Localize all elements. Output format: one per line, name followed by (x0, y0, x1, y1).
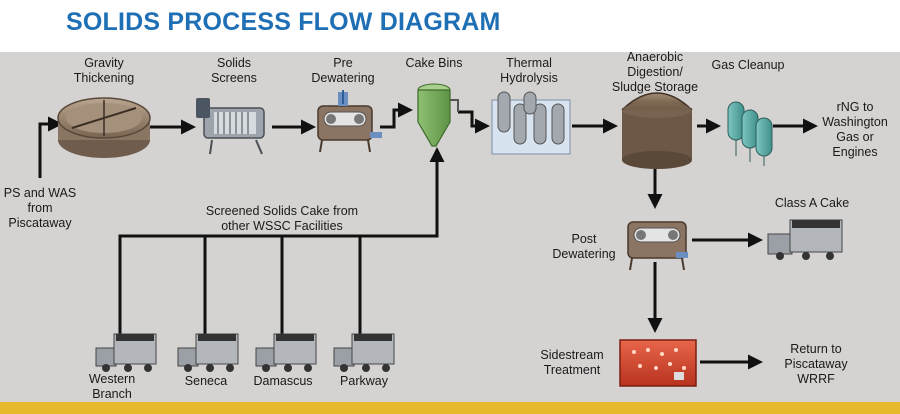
label-rng: rNG to Washington Gas or Engines (822, 100, 888, 159)
gravity-thickener-icon (57, 97, 151, 158)
flow-lines (38, 102, 818, 370)
thermal-hydrolysis-icon (491, 91, 571, 155)
label-anaerobic-digestion: Anaerobic Digestion/ Sludge Storage (611, 50, 699, 94)
label-cake-bins: Cake Bins (405, 56, 463, 70)
anaerobic-digester-icon (621, 92, 693, 169)
label-gravity-thickening: Gravity Thickening (73, 56, 135, 85)
label-western-branch: Western Branch (88, 372, 136, 401)
label-seneca: Seneca (184, 374, 228, 388)
label-screened-solids: Screened Solids Cake from other WSSC Fac… (205, 204, 359, 233)
flow-cakebins-to-thermal (458, 110, 490, 134)
western-branch-truck-icon (95, 333, 157, 372)
label-post-dewatering: Post Dewatering (552, 232, 616, 261)
seneca-truck-icon (177, 333, 239, 372)
label-class-a-cake: Class A Cake (774, 196, 850, 210)
label-damascus: Damascus (253, 374, 313, 388)
parkway-truck-icon (333, 333, 395, 372)
label-solids-screens: Solids Screens (211, 56, 257, 85)
label-gas-cleanup: Gas Cleanup (711, 58, 785, 72)
class-a-cake-truck-icon (767, 219, 843, 260)
label-sidestream-treatment: Sidestream Treatment (540, 348, 604, 377)
pre-dewatering-press-icon (317, 90, 382, 153)
gas-cleanup-tanks-icon (727, 101, 773, 166)
label-ps-was: PS and WAS from Piscataway (3, 186, 77, 230)
flow-predewatering-to-cakebins (380, 102, 413, 129)
page-title: SOLIDS PROCESS FLOW DIAGRAM (66, 8, 501, 36)
label-thermal-hydrolysis: Thermal Hydrolysis (500, 56, 558, 85)
label-pre-dewatering: Pre Dewatering (311, 56, 375, 85)
accent-bar (0, 402, 900, 414)
sidestream-treatment-icon (619, 339, 697, 387)
cake-bin-icon (417, 83, 459, 147)
post-dewatering-press-icon (627, 221, 688, 271)
label-return-piscataway: Return to Piscataway WRRF (784, 342, 848, 386)
label-parkway: Parkway (340, 374, 388, 388)
solids-screen-icon (196, 98, 265, 155)
damascus-truck-icon (255, 333, 317, 372)
flow-piscataway-to-thickening (38, 116, 63, 178)
flow-facilities-header (118, 147, 445, 340)
